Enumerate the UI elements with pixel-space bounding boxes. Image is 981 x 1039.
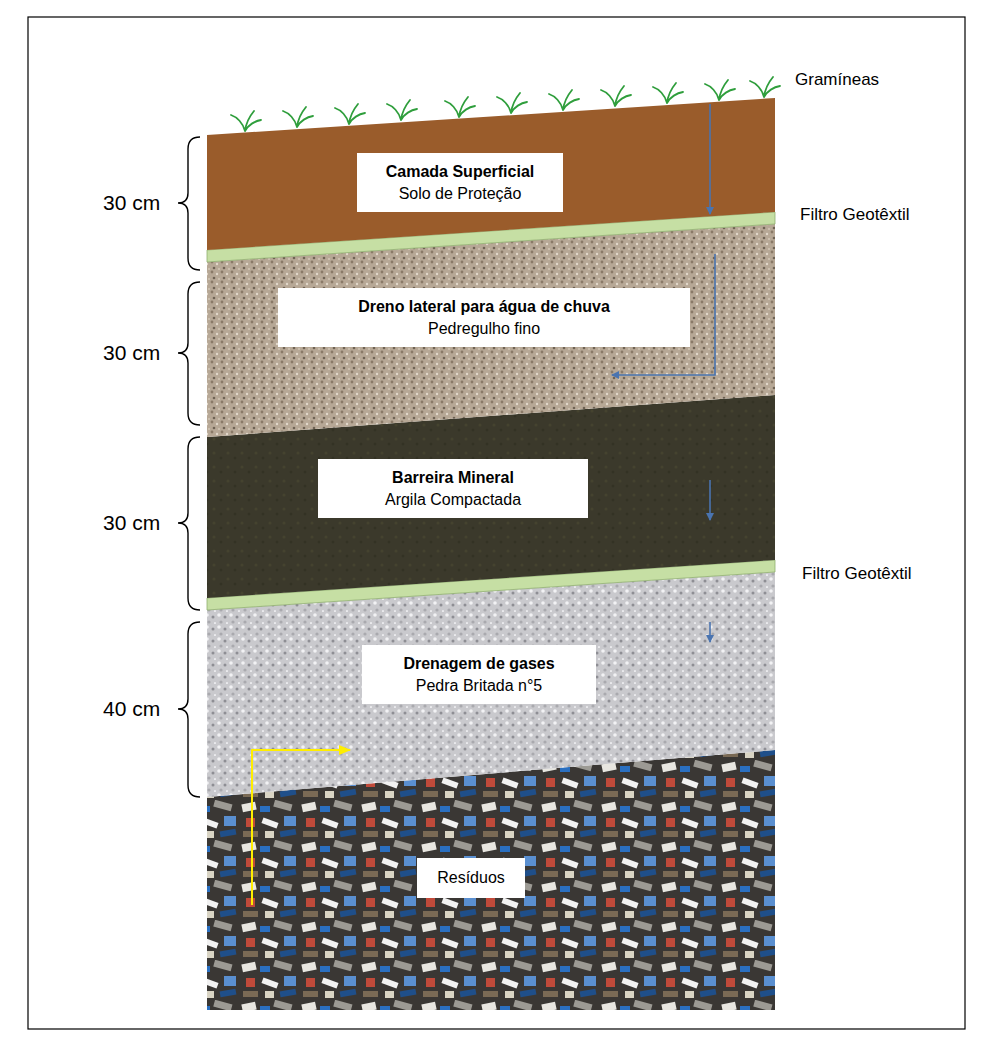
dimension-label: 30 cm	[103, 510, 160, 535]
water-flow-arrows	[612, 104, 715, 642]
thickness-braces	[178, 137, 200, 797]
filter-label: Filtro Geotêxtil	[800, 205, 910, 225]
topsoil-layer	[207, 98, 775, 250]
layer-material: Resíduos	[437, 867, 505, 889]
gas-flow-arrow	[252, 750, 350, 905]
layer-label-box: Resíduos	[417, 858, 525, 898]
layer-name: Drenagem de gases	[403, 653, 554, 675]
layer-material: Solo de Proteção	[399, 183, 522, 205]
layer-name: Barreira Mineral	[392, 467, 514, 489]
layer-label-box: Drenagem de gasesPedra Britada n°5	[362, 645, 596, 704]
dimension-label: 30 cm	[103, 190, 160, 215]
layer-material: Argila Compactada	[385, 489, 521, 511]
dimension-label: 40 cm	[103, 696, 160, 721]
layer-material: Pedra Britada n°5	[416, 675, 542, 697]
layer-material: Pedregulho fino	[428, 318, 540, 340]
grass	[231, 77, 780, 131]
frame	[28, 17, 965, 1029]
dimension-label: 30 cm	[103, 340, 160, 365]
layer-label-box: Barreira MineralArgila Compactada	[318, 459, 588, 518]
layer-label-box: Dreno lateral para água de chuvaPedregul…	[278, 288, 690, 347]
gas-drain-layer	[207, 572, 775, 797]
layer-name: Camada Superficial	[386, 161, 535, 183]
layer-label-box: Camada SuperficialSolo de Proteção	[357, 153, 563, 212]
filter-label: Filtro Geotêxtil	[802, 564, 912, 584]
layer-name: Dreno lateral para água de chuva	[358, 296, 610, 318]
plant-label: Gramíneas	[795, 70, 879, 90]
